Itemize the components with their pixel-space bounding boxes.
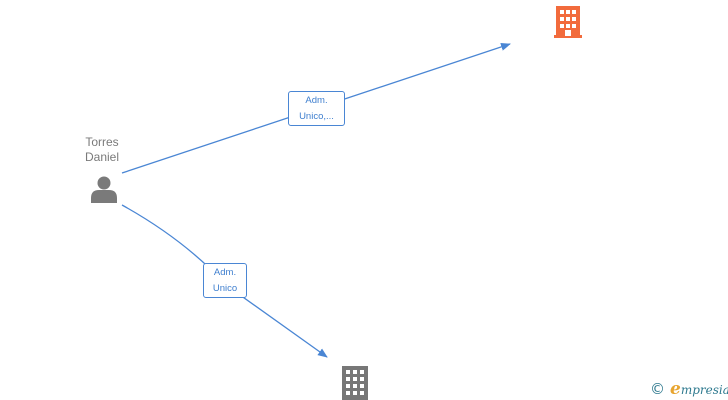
brand-logo: empresia (670, 378, 728, 399)
building-icon[interactable] (554, 6, 582, 38)
relation-label[interactable]: Adm. Unico,... (288, 91, 345, 126)
person-icon[interactable] (91, 176, 117, 204)
person-name-second-line: Daniel (84, 150, 120, 164)
copyright-icon: © (650, 379, 665, 398)
brand-watermark: © empresia (650, 380, 728, 398)
relation-label-line2: Unico (212, 283, 238, 294)
building-icon[interactable] (342, 366, 368, 400)
person-name-first-line: Torres (85, 135, 119, 149)
relation-label-line1: Adm. (213, 267, 237, 278)
relation-label[interactable]: Adm. Unico (203, 263, 247, 298)
person-name[interactable]: Torres Daniel (70, 135, 134, 165)
relation-label-line2: Unico,... (299, 111, 334, 122)
relation-label-line1: Adm. (305, 95, 328, 106)
